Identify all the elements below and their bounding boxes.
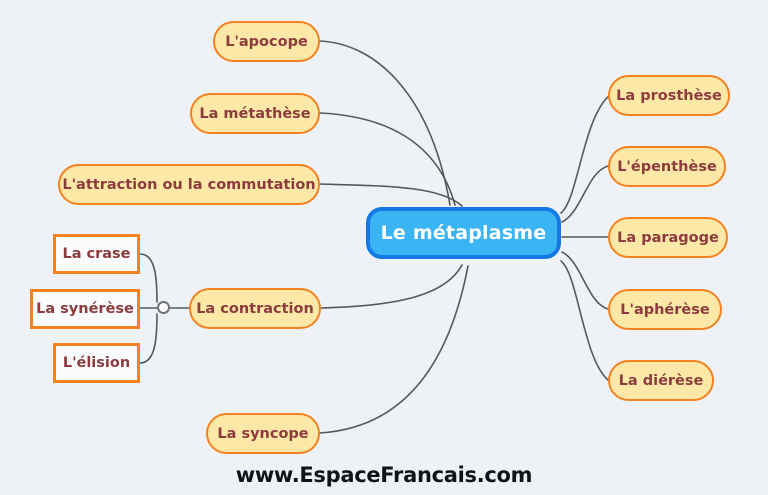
edge-apherese xyxy=(561,251,609,310)
site-watermark-text: www.EspaceFrancais.com xyxy=(235,463,533,487)
edge-elision xyxy=(139,313,158,364)
branch-label-contraction: La contraction xyxy=(196,300,314,317)
branch-label-apherese: L'aphérèse xyxy=(620,301,710,318)
edge-attraction xyxy=(319,183,463,207)
site-watermark: www.EspaceFrancais.com xyxy=(0,463,768,487)
edge-syncope xyxy=(319,265,469,434)
branch-node-prosthese[interactable]: La prosthèse xyxy=(608,75,730,116)
branch-node-attraction[interactable]: L'attraction ou la commutation xyxy=(58,164,320,205)
branch-label-metathese: La métathèse xyxy=(199,105,311,122)
edge-metathese xyxy=(319,112,456,206)
branch-node-dierese[interactable]: La diérèse xyxy=(608,360,714,401)
branch-label-dierese: La diérèse xyxy=(618,372,704,389)
branch-label-apocope: L'apocope xyxy=(225,33,308,50)
branch-label-paragoge: La paragoge xyxy=(617,229,719,246)
edge-epenthese xyxy=(561,165,609,223)
edge-crase xyxy=(139,253,158,303)
leaf-label-crase: La crase xyxy=(62,246,131,262)
branch-node-contraction[interactable]: La contraction xyxy=(189,288,321,329)
branch-node-apherese[interactable]: L'aphérèse xyxy=(608,289,722,330)
edge-dierese xyxy=(560,260,609,381)
central-node-label: Le métaplasme xyxy=(380,222,547,244)
edge-apocope xyxy=(319,40,451,206)
branch-node-syncope[interactable]: La syncope xyxy=(206,413,320,454)
leaf-label-synerese: La synérèse xyxy=(36,301,134,317)
leaf-node-crase[interactable]: La crase xyxy=(53,234,140,274)
branch-label-attraction: L'attraction ou la commutation xyxy=(62,176,316,193)
leaf-node-synerese[interactable]: La synérèse xyxy=(30,289,140,329)
leaf-label-elision: L'élision xyxy=(62,355,131,371)
sub-branch-junction xyxy=(157,301,170,314)
branch-label-prosthese: La prosthèse xyxy=(616,87,722,104)
branch-label-epenthese: L'épenthèse xyxy=(617,158,717,175)
branch-node-epenthese[interactable]: L'épenthèse xyxy=(608,146,726,187)
edge-prosthese xyxy=(560,94,611,214)
branch-node-paragoge[interactable]: La paragoge xyxy=(608,217,728,258)
branch-node-metathese[interactable]: La métathèse xyxy=(190,93,320,134)
central-node-metaplasme[interactable]: Le métaplasme xyxy=(366,207,561,259)
edge-contraction xyxy=(320,264,463,309)
branch-label-syncope: La syncope xyxy=(217,425,309,442)
leaf-node-elision[interactable]: L'élision xyxy=(53,343,140,383)
branch-node-apocope[interactable]: L'apocope xyxy=(213,21,320,62)
